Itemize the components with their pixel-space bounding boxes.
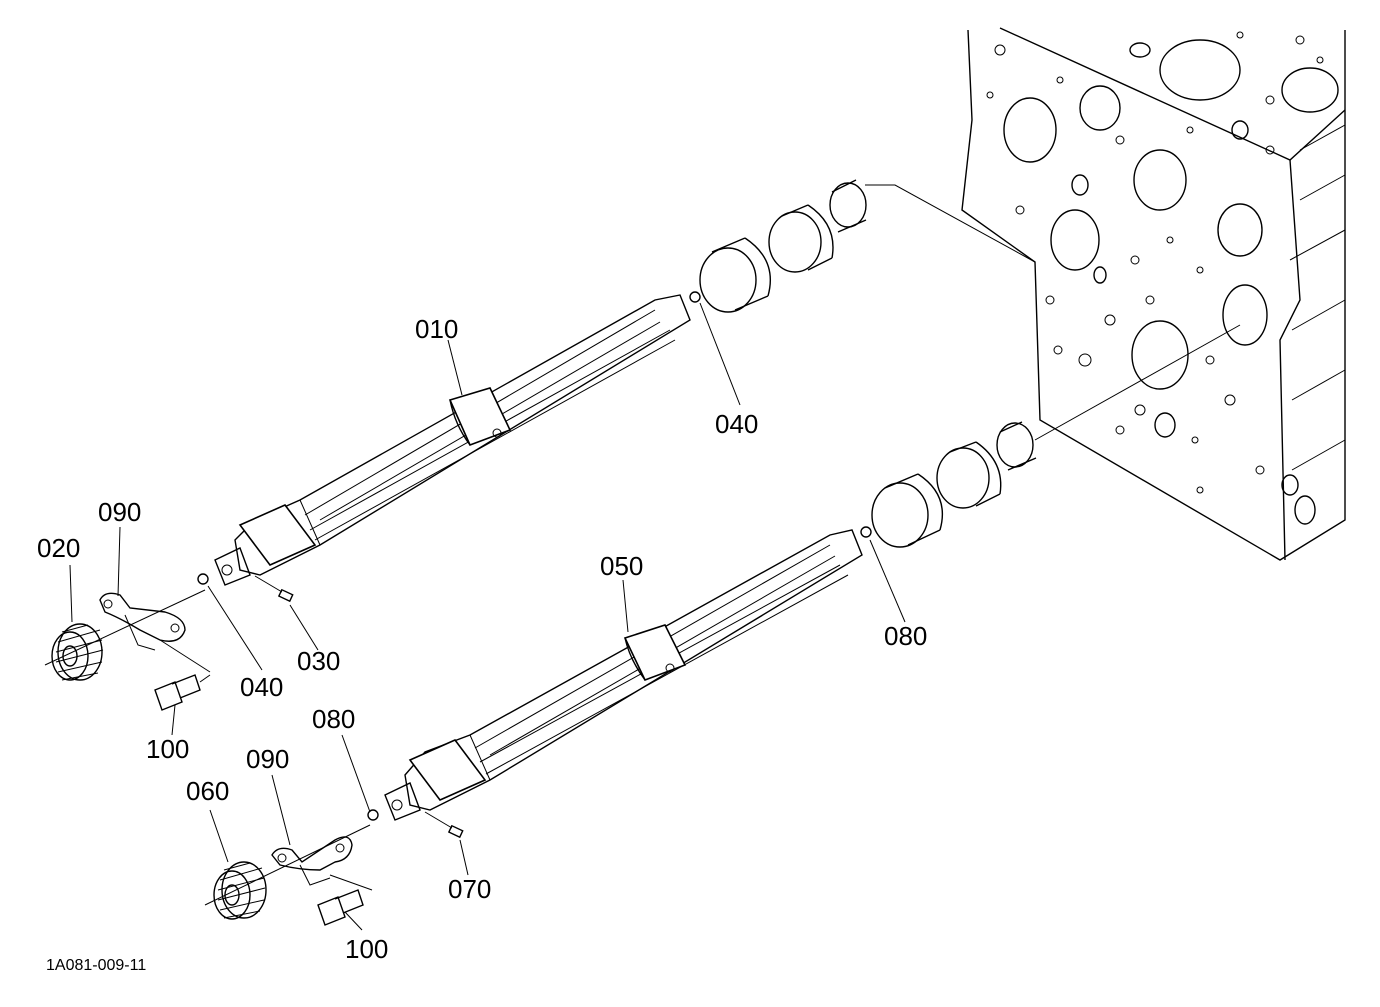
callout-030: 030 (297, 646, 340, 676)
bolt-100 (154, 674, 211, 711)
callout-100-upper: 100 (146, 734, 189, 764)
bolt-100-lower (317, 889, 364, 926)
drawing-reference-code: 1A081-009-11 (46, 957, 146, 974)
callout-020: 020 (37, 533, 80, 563)
callout-040-lower: 040 (240, 672, 283, 702)
callout-040-upper: 040 (715, 409, 758, 439)
upper-gear-group (44, 589, 211, 711)
stopper-090-lower (271, 836, 373, 891)
callout-labels: 010 020 030 040 040 050 060 070 080 080 … (37, 314, 927, 964)
leader-lines (69, 302, 906, 931)
callout-050: 050 (600, 551, 643, 581)
callout-060: 060 (186, 776, 229, 806)
callout-070: 070 (448, 874, 491, 904)
callout-090-upper: 090 (98, 497, 141, 527)
stopper-090 (99, 592, 211, 673)
lower-gear-group (204, 824, 373, 926)
callout-090-lower: 090 (246, 744, 289, 774)
gear-060 (204, 824, 371, 920)
callout-080-upper: 080 (884, 621, 927, 651)
gear-020 (44, 589, 206, 681)
callout-010: 010 (415, 314, 458, 344)
callout-080-lower: 080 (312, 704, 355, 734)
callout-100-lower: 100 (345, 934, 388, 964)
balancer-shaft-010 (197, 179, 1036, 603)
balancer-shaft-050 (367, 324, 1241, 839)
engine-block (961, 27, 1346, 561)
